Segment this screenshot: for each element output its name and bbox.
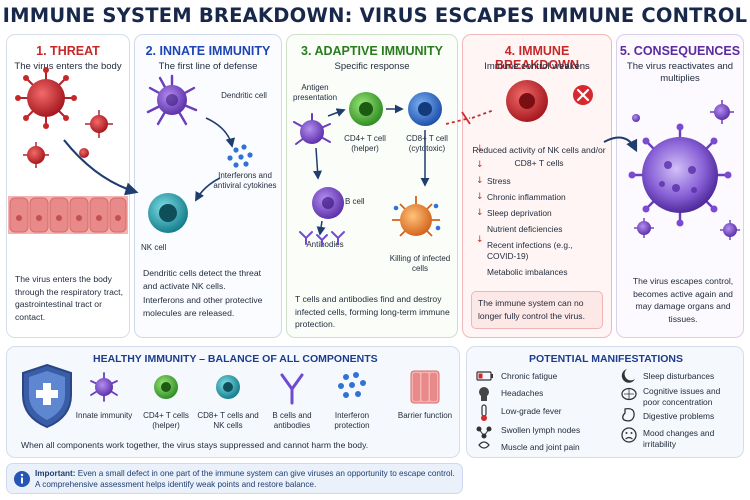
panel-consequences: 5. CONSEQUENCES The virus reactivates an… <box>616 34 744 338</box>
note-body: Important: Even a small defect in one pa… <box>35 469 460 490</box>
cd8-label: CD8+ T cell (cytotoxic) <box>406 134 448 153</box>
interferon-label: Interferons and antiviral cytokines <box>213 171 277 190</box>
panel-adaptive: 3. ADAPTIVE IMMUNITY Specific response A… <box>286 34 458 338</box>
manifestation-item: Headaches <box>501 388 544 398</box>
breakdown-heading: 4. IMMUNE BREAKDOWN <box>494 44 580 72</box>
component-label: CD8+ T cells and NK cells <box>197 411 259 430</box>
innate-immunity-icon <box>90 372 118 402</box>
consequences-heading: 5. CONSEQUENCES <box>619 44 741 58</box>
consequences-subheading: The virus reactivates and multiplies <box>626 61 734 84</box>
thermometer-icon <box>481 404 487 421</box>
breakdown-callout: The immune system can no longer fully co… <box>478 298 585 321</box>
panel-breakdown: 4. IMMUNE BREAKDOWN Immune control weake… <box>462 34 612 338</box>
component-label: CD4+ T cells (helper) <box>143 411 189 430</box>
barrier-icon <box>410 370 440 404</box>
manifestations-panel: POTENTIAL MANIFESTATIONS Chronic fatigue… <box>466 346 744 458</box>
risk-item: Recent infections (e.g., COVID-19) <box>487 240 573 261</box>
manifestation-item: Muscle and joint pain <box>501 442 580 452</box>
antibodies-label: Antibodies <box>306 240 344 249</box>
healthy-icons <box>22 363 440 429</box>
consequences-description: The virus escapes control, becomes activ… <box>632 276 734 324</box>
note-text: Even a small defect in one part of the i… <box>35 469 455 489</box>
sad-face-icon <box>621 427 637 443</box>
brain-icon <box>621 387 637 401</box>
manifestation-item: Chronic fatigue <box>501 371 558 381</box>
healthy-summary: When all components work together, the v… <box>21 440 369 450</box>
risk-item: Metabolic imbalances <box>487 267 568 277</box>
page-title: IMMUNE SYSTEM BREAKDOWN: VIRUS ESCAPES I… <box>2 4 748 27</box>
component-label: B cells and antibodies <box>272 411 312 430</box>
manifestation-icons <box>476 369 637 449</box>
dendritic-cell-label: Dendritic cell <box>221 91 267 100</box>
b-cell-label: B cell <box>345 197 365 206</box>
shield-icon <box>22 363 72 429</box>
healthy-title: HEALTHY IMMUNITY – BALANCE OF ALL COMPON… <box>93 353 378 365</box>
stomach-icon <box>622 408 635 422</box>
innate-description-2: Interferons and other protective molecul… <box>143 295 263 318</box>
adaptive-description: T cells and antibodies find and destroy … <box>295 294 450 329</box>
manifestation-item: Cognitive issues and poor concentration <box>643 386 721 407</box>
moon-icon <box>621 369 635 383</box>
component-label: Barrier function <box>397 411 453 420</box>
battery-low-icon <box>476 371 493 381</box>
joint-icon <box>478 441 490 449</box>
component-label: Interferon protection <box>334 411 370 430</box>
nk-cell-label: NK cell <box>141 243 167 252</box>
innate-heading: 2. INNATE IMMUNITY <box>145 44 271 58</box>
cd4-label: CD4+ T cell (helper) <box>344 134 386 153</box>
reduced-activity-text: Reduced activity of NK cells and/or CD8+… <box>472 145 606 168</box>
adaptive-subheading: Specific response <box>334 61 410 72</box>
breakdown-subheading: Immune control weakens <box>484 61 590 72</box>
risk-item: Nutrient deficiencies <box>487 224 563 234</box>
antibody-icon <box>280 373 304 405</box>
threat-description: The virus enters the body through the re… <box>15 274 123 322</box>
cd8-t-cell-icon <box>216 375 240 399</box>
healthy-immunity-panel: HEALTHY IMMUNITY – BALANCE OF ALL COMPON… <box>6 346 460 458</box>
lymph-node-icon <box>476 426 492 439</box>
important-note: Important: Even a small defect in one pa… <box>6 463 463 494</box>
innate-subheading: The first line of defense <box>158 61 258 72</box>
interferon-dots-icon <box>338 372 366 398</box>
panel-innate: 2. INNATE IMMUNITY The first line of def… <box>134 34 282 338</box>
note-label: Important: <box>35 469 76 478</box>
risk-item: Chronic inflammation <box>487 192 566 202</box>
info-icon <box>14 471 30 487</box>
panel-threat: 1. THREAT The virus enters the body The … <box>6 34 130 338</box>
manifestation-item: Mood changes and irritability <box>643 428 715 449</box>
threat-subheading: The virus enters the body <box>14 61 122 72</box>
manifestations-title: POTENTIAL MANIFESTATIONS <box>529 353 683 365</box>
antigen-presentation-label: Antigen presentation <box>292 83 338 102</box>
adaptive-heading: 3. ADAPTIVE IMMUNITY <box>301 44 443 58</box>
killing-label: Killing of infected cells <box>389 254 451 273</box>
cd4-t-cell-icon <box>154 375 178 399</box>
manifestation-item: Swollen lymph nodes <box>501 425 581 435</box>
component-label: Innate immunity <box>75 411 133 420</box>
risk-item: Sleep deprivation <box>487 208 552 218</box>
head-icon <box>479 387 489 401</box>
risk-item: Stress <box>487 176 511 186</box>
threat-heading: 1. THREAT <box>36 44 100 58</box>
manifestation-item: Digestive problems <box>643 411 715 421</box>
breakdown-callout-box: The immune system can no longer fully co… <box>471 291 603 329</box>
manifestation-item: Low-grade fever <box>501 406 562 416</box>
manifestation-item: Sleep disturbances <box>643 371 715 381</box>
innate-description-1: Dendritic cells detect the threat and ac… <box>143 268 261 291</box>
